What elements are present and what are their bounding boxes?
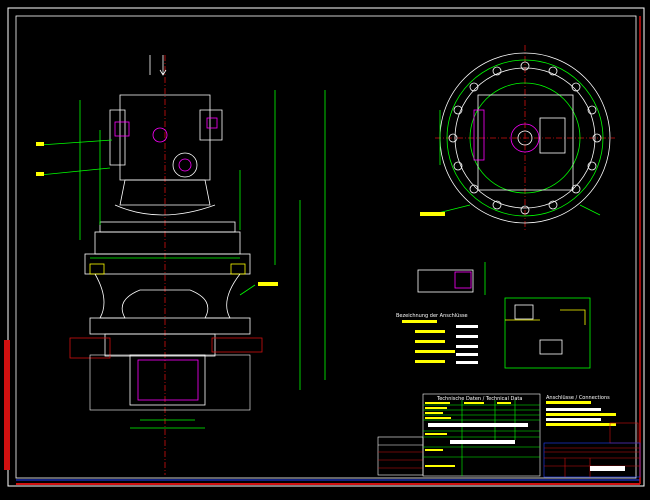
notes-title: Anschlüsse / Connections <box>546 395 610 401</box>
plan-view <box>420 45 615 230</box>
bolt-circle <box>448 61 602 215</box>
connections-legend: Bezeichnung der Anschlüsse <box>396 313 478 364</box>
detail-views <box>417 262 591 369</box>
title-block: Technische Daten / Technical Data Anschl… <box>377 393 641 478</box>
elevation-view <box>36 55 326 475</box>
sheet-frame <box>4 7 645 487</box>
tech-data-title: Technische Daten / Technical Data <box>436 396 522 402</box>
connections-legend-title: Bezeichnung der Anschlüsse <box>396 313 468 319</box>
